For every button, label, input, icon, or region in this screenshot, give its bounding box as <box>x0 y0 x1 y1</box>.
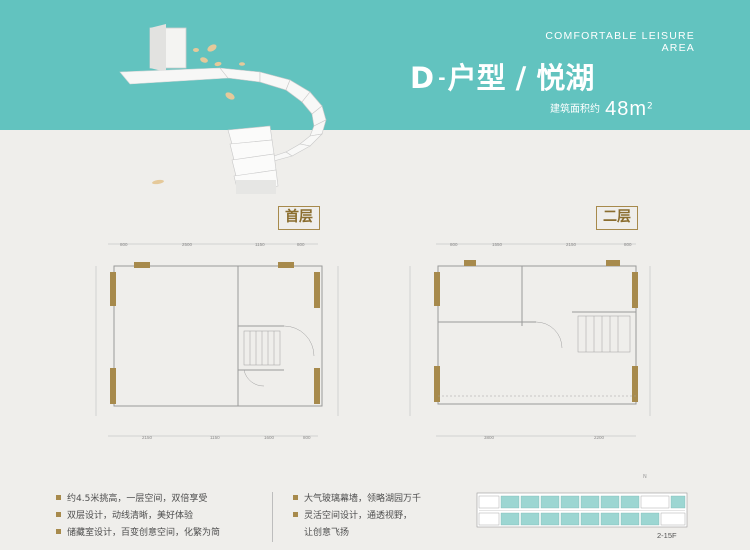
area-label: 建筑面积约 <box>550 104 600 115</box>
building-key-plan <box>476 492 688 528</box>
unit-letter: D <box>410 61 435 95</box>
dim-first-top-3: 1150 <box>255 242 265 247</box>
staircase-illustration <box>119 24 327 194</box>
unit-dash: - <box>438 68 446 89</box>
dim-first-bottom-3: 1600 <box>264 435 275 440</box>
area-value: 48m <box>605 98 647 120</box>
dim-second-top-1: 800 <box>450 242 458 247</box>
dim-second-top-3: 2150 <box>566 242 577 247</box>
unit-name: 户型 / 悦湖 <box>447 61 595 95</box>
first-floor-label: 首层 <box>278 206 320 230</box>
dim-first-bottom-2: 1150 <box>210 435 220 440</box>
feature-item: 储藏室设计，百变创意空间，化繁为简 <box>56 528 220 538</box>
dim-first-bottom-1: 2150 <box>142 435 153 440</box>
feature-item-continued: 让创意飞扬 <box>304 528 350 538</box>
header-english-line2: AREA <box>661 42 695 54</box>
dim-second-bottom-2: 2200 <box>594 435 605 440</box>
feature-item: 大气玻璃幕墙，领略湖园万千 <box>293 494 421 504</box>
dim-first-top-4: 800 <box>297 242 305 247</box>
area-info: 建筑面积约 48m2 <box>550 98 653 121</box>
feature-item: 约4.5米挑高，一层空间，双倍享受 <box>56 494 207 504</box>
area-unit-sup: 2 <box>647 101 653 112</box>
floor-range-tag: 2-15F <box>657 531 677 540</box>
features-divider <box>272 492 273 542</box>
dim-first-bottom-4: 800 <box>303 435 311 440</box>
header-english-line1: COMFORTABLE LEISURE <box>545 30 695 42</box>
dim-second-bottom-1: 3800 <box>484 435 495 440</box>
dim-second-top-2: 1550 <box>492 242 503 247</box>
dim-first-top-2: 2500 <box>182 242 193 247</box>
header-banner <box>0 0 750 130</box>
dim-second-top-4: 800 <box>624 242 632 247</box>
second-floor-plan <box>409 243 651 437</box>
unit-title: D-户型 / 悦湖 <box>410 55 594 97</box>
compass-north: N <box>643 474 647 480</box>
feature-item: 双层设计，动线清晰，美好体验 <box>56 511 193 521</box>
feature-item: 灵活空间设计，通透视野， <box>293 511 412 521</box>
header-english: COMFORTABLE LEISURE AREA <box>545 30 695 54</box>
first-floor-plan <box>95 243 339 437</box>
second-floor-label: 二层 <box>596 206 638 230</box>
dim-first-top-1: 800 <box>120 242 128 247</box>
